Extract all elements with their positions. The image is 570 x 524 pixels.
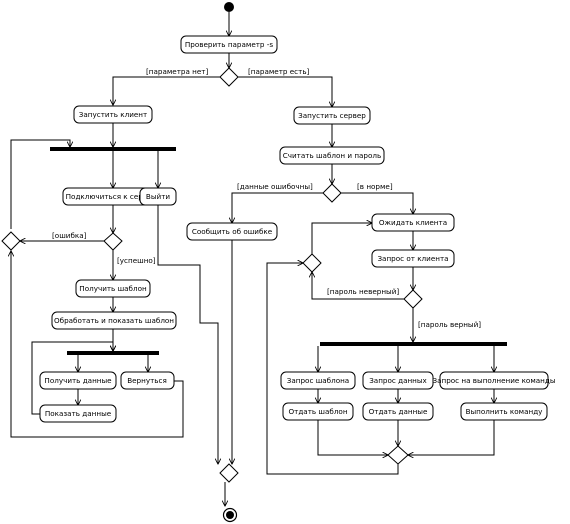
action-show-data: Показать данные (39, 404, 117, 423)
edge-back-return (11, 251, 184, 438)
fork-bar-client (50, 147, 176, 151)
guard-password-right: [пароль верный] (418, 320, 481, 329)
edges (11, 12, 494, 506)
edge-execute-to-merge (408, 420, 495, 455)
action-read-template-label: Считать шаблон и пароль (283, 151, 381, 160)
action-get-template: Получить шаблон (75, 279, 151, 298)
edge-merge-to-loop (266, 263, 399, 475)
action-send-data-label: Отдать данные (369, 407, 428, 416)
merge-responses (387, 445, 409, 465)
action-client-request-label: Запрос от клиента (377, 254, 448, 263)
fork-bar-data (67, 351, 159, 355)
action-report-error-label: Сообщить об ошибке (192, 227, 273, 236)
action-start-client: Запустить клиент (73, 105, 153, 124)
action-go-back-label: Вернуться (127, 376, 167, 385)
decision-data (322, 183, 342, 203)
action-data-request-label: Запрос данных (369, 376, 427, 385)
action-exit-label: Выйти (146, 192, 170, 201)
action-execute-command: Выполнить команду (460, 402, 548, 421)
edge-has-param (238, 76, 332, 107)
action-start-server: Запустить сервер (293, 106, 371, 125)
guard-error: [ошибка] (52, 231, 87, 240)
action-show-data-label: Показать данные (45, 409, 112, 418)
merge-retry (1, 231, 21, 251)
merge-final (219, 463, 239, 483)
action-process-show-template-label: Обработать и показать шаблон (54, 316, 174, 325)
merge-wait (302, 253, 322, 273)
action-exit: Выйти (139, 187, 177, 206)
edge-exit-to-merge (157, 205, 218, 464)
edge-send-template-to-merge (317, 420, 388, 455)
action-check-param: Проверить параметр -s (180, 35, 278, 54)
edge-merge-left-to-wait (311, 223, 372, 254)
edge-password-wrong (312, 272, 404, 300)
action-template-request-label: Запрос шаблона (287, 376, 349, 385)
action-send-template-label: Отдать шаблон (288, 407, 347, 416)
action-command-request: Запрос на выполнение команды (432, 371, 556, 390)
action-send-data: Отдать данные (362, 402, 434, 421)
guard-has-param: [параметр есть] (248, 67, 310, 76)
fork-bar-server (320, 342, 507, 346)
action-process-show-template: Обработать и показать шаблон (51, 311, 177, 330)
edge-no-param (113, 76, 220, 105)
action-execute-command-label: Выполнить команду (466, 407, 544, 416)
guard-password-wrong: [пароль неверный] (327, 287, 399, 296)
guard-normal: [в норме] (357, 182, 393, 191)
action-send-template: Отдать шаблон (282, 402, 354, 421)
decision-password (403, 289, 423, 309)
guard-no-param: [параметра нет] (146, 67, 208, 76)
action-go-back: Вернуться (120, 371, 175, 390)
guard-success: [успешно] (117, 256, 156, 265)
initial-node (224, 2, 234, 12)
action-wait-client-label: Ожидать клиента (379, 218, 447, 227)
decision-connect (103, 232, 123, 251)
action-template-request: Запрос шаблона (280, 371, 356, 390)
action-check-param-label: Проверить параметр -s (185, 40, 274, 49)
action-data-request: Запрос данных (362, 371, 434, 390)
action-start-server-label: Запустить сервер (298, 111, 366, 120)
action-read-template: Считать шаблон и пароль (279, 146, 385, 165)
action-start-client-label: Запустить клиент (79, 110, 147, 119)
edge-show-loop (31, 341, 113, 415)
action-connect-server-label: Подключиться к серверу (66, 192, 161, 201)
edge-normal (341, 192, 413, 214)
action-get-data: Получить данные (39, 371, 117, 390)
action-get-template-label: Получить шаблон (79, 284, 147, 293)
edge-data-wrong (232, 192, 323, 223)
action-report-error: Сообщить об ошибке (186, 222, 278, 241)
action-command-request-label: Запрос на выполнение команды (432, 376, 555, 385)
guard-data-wrong: [данные ошибочны] (237, 182, 313, 191)
action-wait-client: Ожидать клиента (371, 213, 455, 232)
decision-param (219, 67, 239, 87)
final-node (222, 507, 238, 523)
edge-loop-left (10, 139, 70, 229)
action-get-data-label: Получить данные (44, 376, 112, 385)
action-client-request: Запрос от клиента (371, 249, 455, 268)
